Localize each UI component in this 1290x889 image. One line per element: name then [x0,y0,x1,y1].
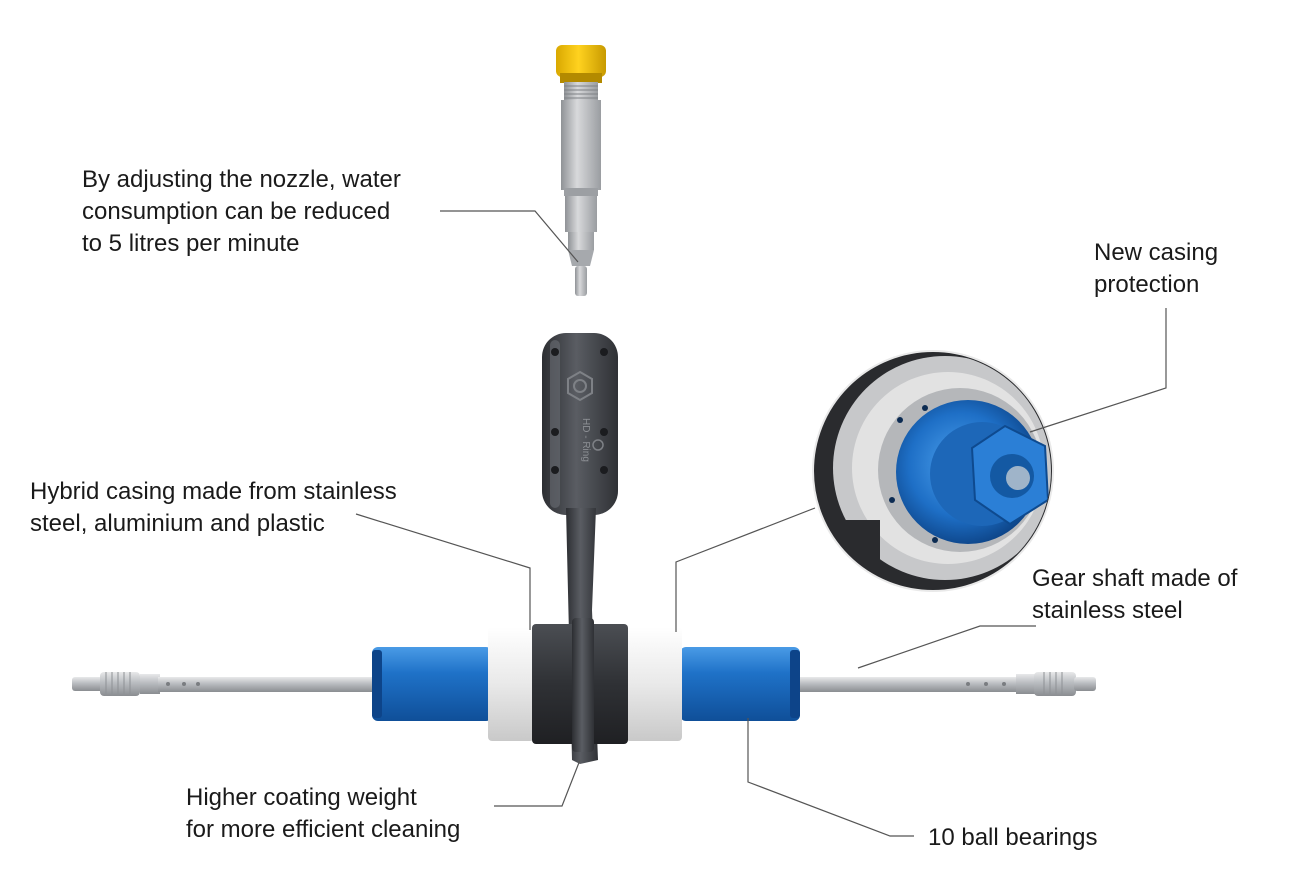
callout-ball-bearings: 10 ball bearings [928,822,1097,854]
callout-line: for more efficient cleaning [186,816,461,843]
callout-line: steel, aluminium and plastic [30,510,325,537]
blue-housing-left [372,647,492,721]
nozzle [556,45,606,296]
callout-line: Gear shaft made of [1032,565,1238,592]
white-ring-right [626,627,682,741]
svg-text:HD - Ring: HD - Ring [580,418,591,462]
callout-line: consumption can be reduced [82,198,391,225]
leader-coating-weight [494,759,581,807]
nozzle-body [561,100,601,190]
callout-nozzle: By adjusting the nozzle, water consumpti… [82,164,401,260]
gear-shaft [72,672,1096,696]
casing-protection-inset [812,350,1054,592]
coating-weight-body: HD - Ring [542,333,618,515]
nozzle-hex [565,196,597,232]
white-ring-left [488,627,534,741]
callout-line: By adjusting the nozzle, water [82,166,401,193]
leader-nozzle [440,210,579,263]
leader-inset [675,507,816,632]
callout-line: New casing [1094,239,1219,266]
callout-line: Hybrid casing made from stainless [30,478,397,505]
blue-housing-right [680,647,800,721]
callout-line: 10 ball bearings [928,824,1098,851]
callout-line: protection [1094,271,1200,298]
callout-gear-shaft: Gear shaft made of stainless steel [1032,563,1237,627]
leader-ball-bearings [747,718,914,837]
leader-gear-shaft [857,625,1036,669]
leader-hybrid-casing [355,513,531,630]
callout-line: to 5 litres per minute [82,230,300,257]
callout-line: stainless steel [1032,597,1183,624]
callout-coating-weight: Higher coating weight for more efficient… [186,782,460,846]
nozzle-tip [575,266,587,296]
callout-line: Higher coating weight [186,784,417,811]
nozzle-thread [564,82,598,100]
callout-casing-protection: New casing protection [1094,237,1218,301]
leader-casing-protection [1029,308,1167,433]
callout-hybrid-casing: Hybrid casing made from stainless steel,… [30,476,397,540]
nozzle-cap [556,45,606,77]
